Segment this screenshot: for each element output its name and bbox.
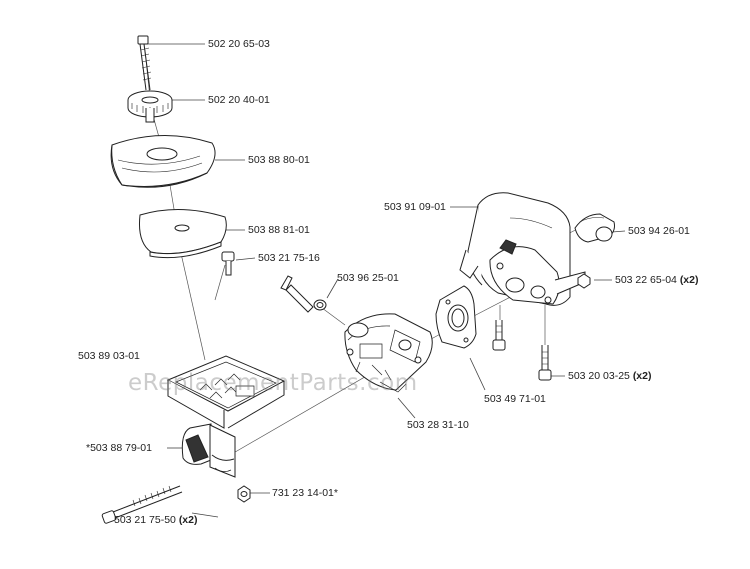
- watermark: eReplacementParts.com: [128, 370, 418, 396]
- callout-filter-pad: 503 88 81-01: [248, 224, 310, 236]
- callout-filter-cover: 503 88 80-01: [248, 154, 310, 166]
- callout-housing: 503 89 03-01: [78, 350, 140, 362]
- callout-bracket: 503 91 09-01: [384, 201, 446, 213]
- callout-knob: 502 20 40-01: [208, 94, 270, 106]
- bolt-center-part: [493, 320, 505, 350]
- callout-small-screw: 503 21 75-16: [258, 252, 320, 264]
- bolt-right-part: [539, 345, 551, 380]
- callout-gasket: 503 49 71-01: [484, 393, 546, 405]
- leader-lines: [146, 43, 626, 518]
- nut-right-part: [578, 274, 590, 288]
- callout-nut-bottom: 731 23 14-01*: [272, 487, 338, 499]
- carburetor-part: [345, 314, 432, 392]
- sleeve-part: [575, 214, 615, 242]
- callout-trigger: *503 88 79-01: [86, 442, 152, 454]
- bracket-part: [460, 193, 585, 306]
- callout-screw-top: 502 20 65-03: [208, 38, 270, 50]
- gasket-part: [436, 286, 476, 348]
- callout-nut-right: 503 22 65-04 (x2): [615, 274, 699, 286]
- long-bolt-part: [102, 486, 182, 524]
- callout-long-bolt: 503 21 75-50 (x2): [114, 514, 198, 526]
- callout-carburetor: 503 28 31-10: [407, 419, 469, 431]
- knob-part: [128, 91, 172, 122]
- callout-fuel-elbow: 503 96 25-01: [337, 272, 399, 284]
- filter-pad-part: [139, 209, 226, 257]
- small-screw-part: [222, 252, 234, 275]
- housing-part: [168, 356, 284, 477]
- fuel-elbow-part: [281, 276, 326, 312]
- nut-bottom-part: [238, 486, 250, 502]
- callout-sleeve: 503 94 26-01: [628, 225, 690, 237]
- callout-bolt-right: 503 20 03-25 (x2): [568, 370, 652, 382]
- screw-top-part: [138, 36, 151, 90]
- filter-cover-part: [111, 135, 215, 187]
